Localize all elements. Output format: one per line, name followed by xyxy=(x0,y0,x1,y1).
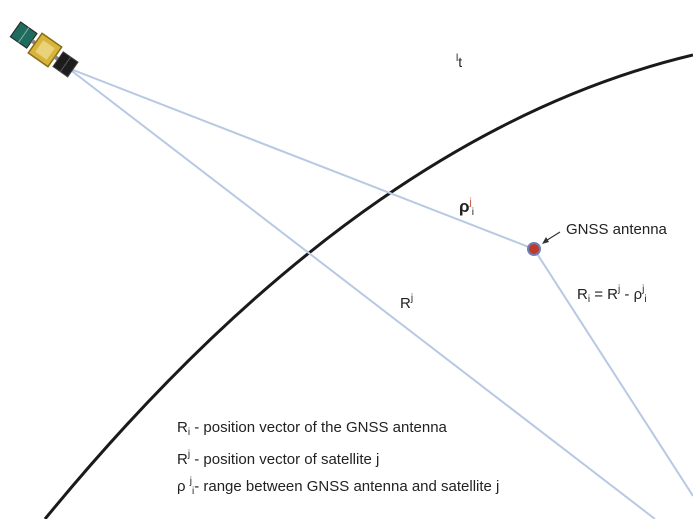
antenna-label: GNSS antenna xyxy=(566,221,667,238)
rho-vector-line xyxy=(67,67,535,250)
formula-label: Ri = Rj - ρji xyxy=(577,284,647,305)
satellite-vector-label: Rj xyxy=(400,293,414,312)
legend-line-antenna: Ri - position vector of the GNSS antenna xyxy=(177,419,447,438)
earth-surface-curve xyxy=(43,53,693,519)
rho-label: ρji xyxy=(459,197,474,218)
rho-sup: j xyxy=(469,197,472,208)
legend: Ri - position vector of the GNSS antenna… xyxy=(177,417,499,503)
rho-sub: i xyxy=(471,207,474,218)
satellite-icon xyxy=(9,21,79,78)
antenna-pointer-arrowhead xyxy=(542,237,549,244)
antenna-position-vector-line xyxy=(533,248,693,497)
gnss-antenna-dot xyxy=(527,242,541,256)
satellite-position-vector-line xyxy=(67,67,656,519)
legend-line-satellite: Rj - position vector of satellite j xyxy=(177,449,380,468)
top-label: lt xyxy=(456,53,463,70)
legend-line-range: ρ ji- range between GNSS antenna and sat… xyxy=(177,476,500,497)
